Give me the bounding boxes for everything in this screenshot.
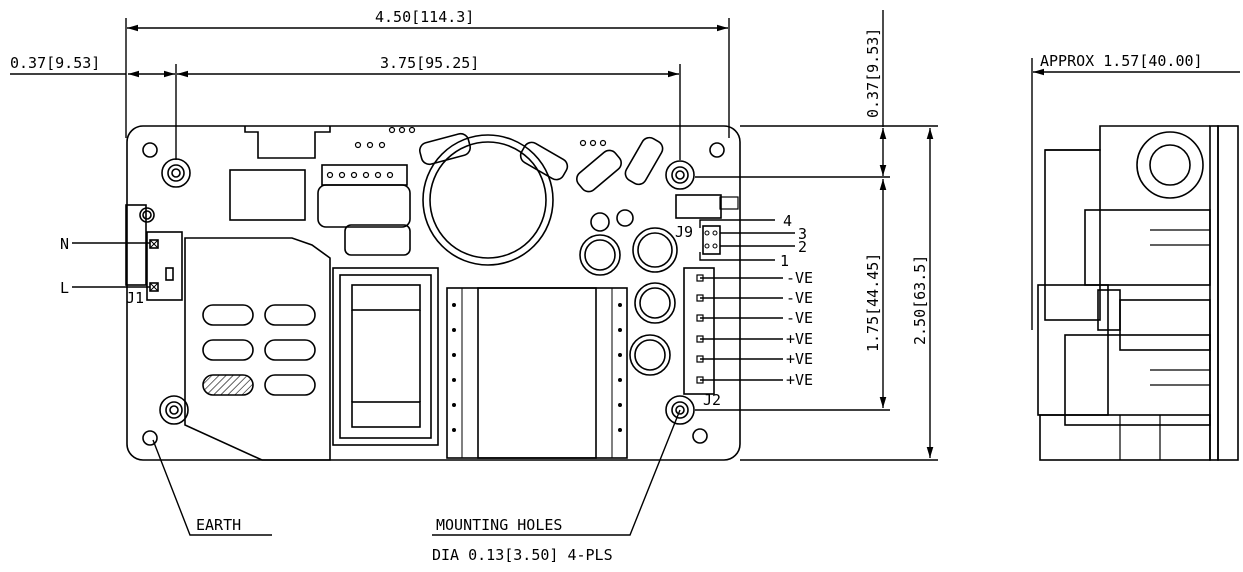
via-hole bbox=[142, 210, 152, 220]
pad-row bbox=[326, 126, 607, 179]
output-cap bbox=[634, 339, 666, 371]
j9-pins bbox=[702, 225, 721, 255]
j2-pin-5-label: +VE bbox=[786, 350, 813, 368]
j9-header bbox=[675, 194, 722, 219]
j2-pin-6-label: +VE bbox=[786, 371, 813, 389]
mounting-holes-callout: MOUNTING HOLES bbox=[436, 516, 562, 534]
slot-hatched bbox=[202, 374, 254, 396]
slot bbox=[202, 339, 254, 361]
mounting-holes-spec: DIA 0.13[3.50] 4-PLS bbox=[432, 546, 613, 564]
transformer-frame bbox=[446, 287, 628, 459]
j1-label: J1 bbox=[126, 289, 144, 307]
small-cap bbox=[616, 209, 634, 227]
dim-hole-spacing-y-label: 1.75[44.45] bbox=[864, 253, 882, 352]
dim-overall-width-label: 4.50[114.3] bbox=[375, 8, 474, 26]
emi-filter-shield bbox=[184, 237, 331, 461]
output-cap bbox=[634, 282, 676, 324]
via-hole bbox=[139, 207, 155, 223]
board-top-view bbox=[125, 125, 741, 461]
dim-side-height-label: APPROX 1.57[40.00] bbox=[1040, 52, 1203, 70]
mounting-hole-bottom-right bbox=[665, 395, 695, 425]
pcb-outline bbox=[126, 125, 741, 461]
j9-label: J9 bbox=[675, 223, 693, 241]
mounting-hole-top-left bbox=[161, 158, 191, 188]
output-cap bbox=[639, 287, 671, 319]
transformer-pins bbox=[452, 303, 622, 432]
j2-pins bbox=[696, 274, 704, 384]
j9-pin-2-label: 2 bbox=[798, 238, 807, 256]
output-cap bbox=[637, 232, 673, 268]
component-block bbox=[317, 184, 411, 228]
j1-pin-n-label: N bbox=[60, 235, 69, 253]
dim-hole-offset-y-label: 0.37[9.53] bbox=[864, 28, 882, 118]
earth-callout: EARTH bbox=[196, 516, 241, 534]
j2-connector-body bbox=[683, 267, 715, 395]
j2-pin-2-label: -VE bbox=[786, 289, 813, 307]
j9-pin-3-label: 3 bbox=[798, 225, 807, 243]
dim-hole-offset-x-label: 0.37[9.53] bbox=[10, 54, 100, 72]
j9-pin-1-label: 1 bbox=[780, 252, 789, 270]
top-edge-tab bbox=[244, 126, 331, 159]
dim-overall-height-label: 2.50[63.5] bbox=[911, 255, 929, 345]
j9-pin-4-label: 4 bbox=[783, 212, 792, 230]
j2-pin-1-label: -VE bbox=[786, 269, 813, 287]
component-block bbox=[229, 169, 306, 221]
transformer-core bbox=[477, 287, 597, 459]
inductor-inner bbox=[339, 274, 432, 439]
mounting-hole-top-right bbox=[665, 160, 695, 190]
component-block bbox=[321, 164, 408, 186]
output-cap bbox=[632, 227, 678, 273]
slot bbox=[202, 304, 254, 326]
j2-pin-4-label: +VE bbox=[786, 330, 813, 348]
slot bbox=[264, 339, 316, 361]
j2-label: J2 bbox=[703, 391, 721, 409]
corner-hole bbox=[142, 430, 158, 446]
board-side-view bbox=[1037, 125, 1239, 461]
bulk-capacitor bbox=[422, 134, 554, 266]
component-angled bbox=[624, 136, 664, 186]
j1-pin-l-label: L bbox=[60, 279, 69, 297]
dim-hole-spacing-x-label: 3.75[95.25] bbox=[380, 54, 479, 72]
output-cap bbox=[584, 239, 616, 271]
small-cap bbox=[590, 212, 610, 232]
j2-pin-3-label: -VE bbox=[786, 309, 813, 327]
j1-connector-body bbox=[125, 204, 183, 301]
corner-hole bbox=[142, 142, 158, 158]
component-block bbox=[344, 224, 411, 256]
corner-hole bbox=[692, 428, 708, 444]
output-cap bbox=[579, 234, 621, 276]
slot bbox=[264, 304, 316, 326]
bulk-capacitor-inner bbox=[429, 141, 547, 259]
corner-hole bbox=[709, 142, 725, 158]
output-cap bbox=[629, 334, 671, 376]
slot bbox=[264, 374, 316, 396]
component-angled bbox=[519, 141, 569, 181]
component-angled bbox=[576, 149, 622, 193]
dimension-lines bbox=[10, 10, 1240, 536]
component-angled bbox=[419, 132, 471, 166]
inductor-frame bbox=[332, 267, 439, 446]
mounting-hole-bottom-left bbox=[159, 395, 189, 425]
